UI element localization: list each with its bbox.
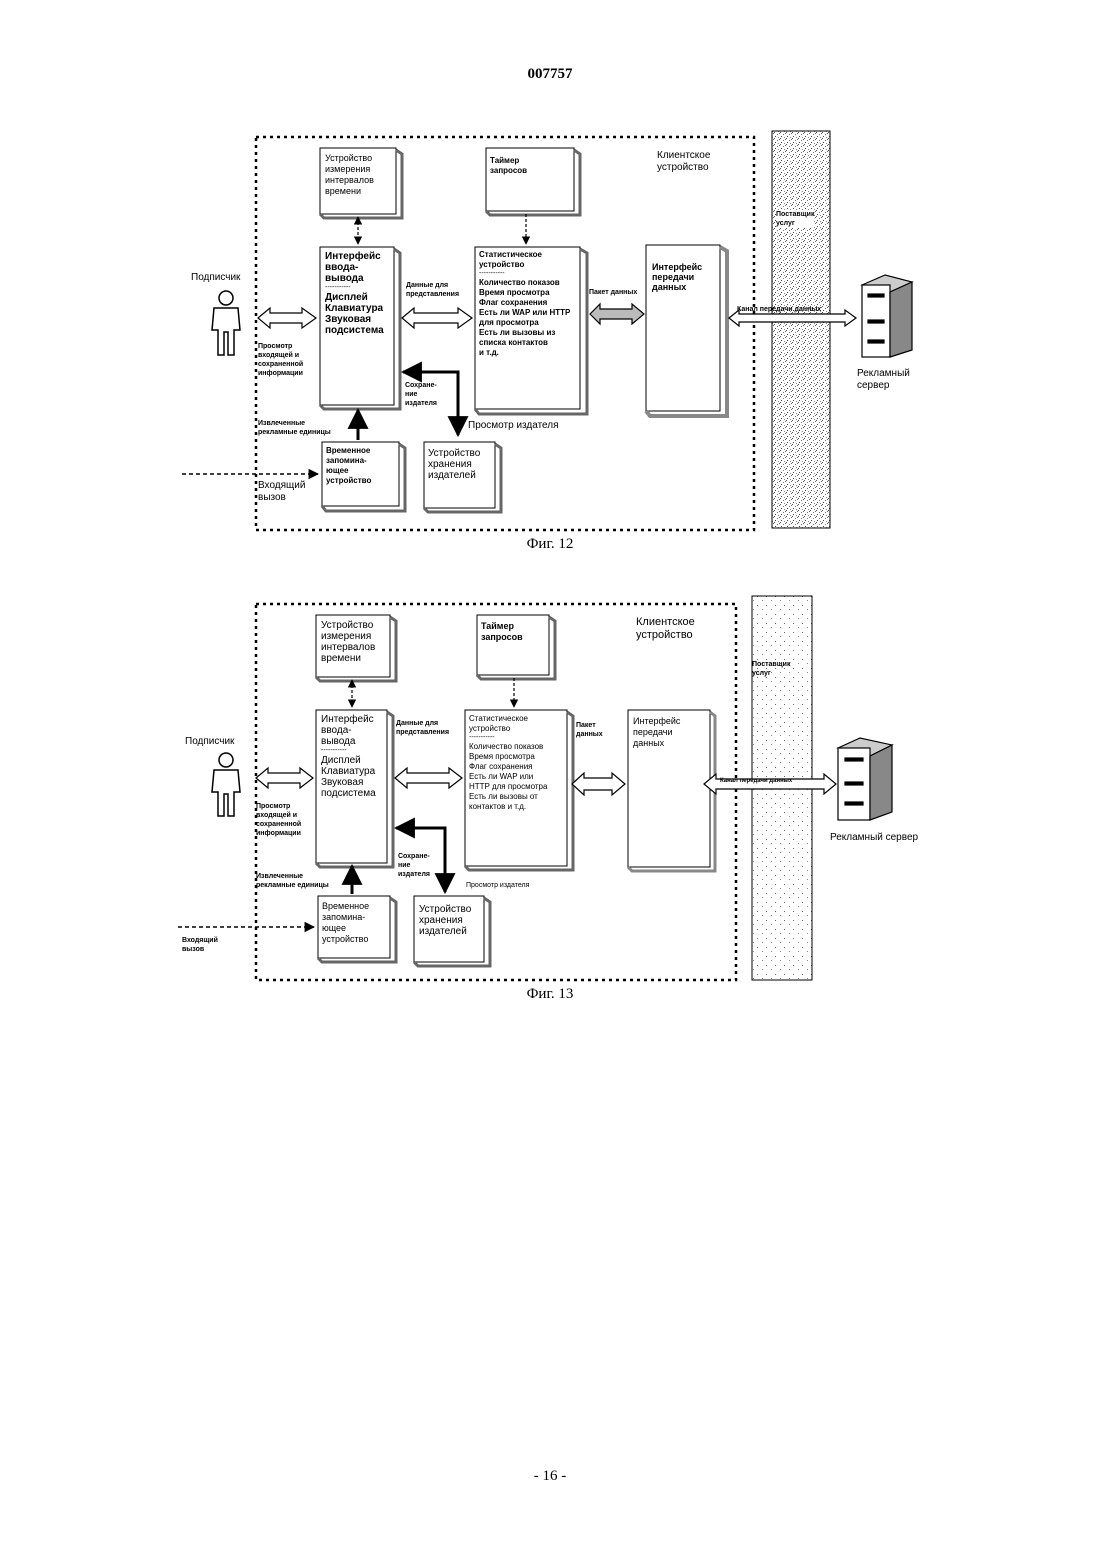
- incoming-call-label: Входящий вызов: [182, 936, 218, 954]
- data-packet-label: Пакет данных: [576, 721, 603, 739]
- subscriber-label: Подписчик: [185, 736, 234, 748]
- stat-device-body: Количество показов Время просмотра Флаг …: [469, 742, 547, 812]
- stat-interface-double-arrow: [572, 773, 625, 795]
- figure-13-caption: Фиг. 13: [0, 986, 1100, 1003]
- service-provider-label: Поставщик услуг: [752, 660, 790, 678]
- data-for-display-label: Данные для представления: [396, 719, 449, 737]
- stat-device-title: Статистическое устройство: [469, 714, 547, 734]
- stat-device-sep: -----------: [469, 734, 547, 742]
- publisher-storage-box: Устройство хранения издателей: [419, 904, 471, 937]
- io-stat-double-arrow: [395, 768, 462, 788]
- extracted-units-label: Извлеченные рекламные единицы: [256, 872, 329, 890]
- request-timer-box: Таймер запросов: [481, 621, 523, 643]
- ad-server-label: Рекламный сервер: [830, 832, 918, 844]
- data-interface-box: Интерфейс передачи данных: [633, 716, 680, 749]
- io-interface-body: Дисплей Клавиатура Звуковая подсистема: [321, 755, 376, 799]
- client-device-label: Клиентское устройство: [636, 616, 695, 642]
- data-channel-label: Канал передачи данных: [720, 777, 792, 786]
- save-publisher-label: Сохране- ние издателя: [398, 852, 430, 879]
- io-interface-title: Интерфейс ввода- вывода: [321, 714, 376, 747]
- timer-box: Устройство измерения интервалов времени: [321, 620, 375, 664]
- publisher-view-label: Просмотр издателя: [466, 881, 529, 890]
- page-number: - 16 -: [0, 1468, 1100, 1485]
- view-info-label: Просмотр входящей и сохраненной информац…: [256, 802, 301, 838]
- subscriber-icon: [212, 753, 240, 816]
- stat-device-box: Статистическое устройство ----------- Ко…: [469, 714, 547, 812]
- subscriber-io-double-arrow: [256, 768, 313, 788]
- ad-server-icon: [838, 738, 892, 820]
- figure-13: Клиентское устройство Устройство измерен…: [0, 0, 1100, 1010]
- io-interface-box: Интерфейс ввода- вывода ----------- Дисп…: [321, 714, 376, 799]
- figure-13-drawing: [0, 0, 1100, 1010]
- temp-storage-box: Временное запомина- ющее устройство: [322, 901, 369, 945]
- io-interface-sep: -----------: [321, 747, 376, 755]
